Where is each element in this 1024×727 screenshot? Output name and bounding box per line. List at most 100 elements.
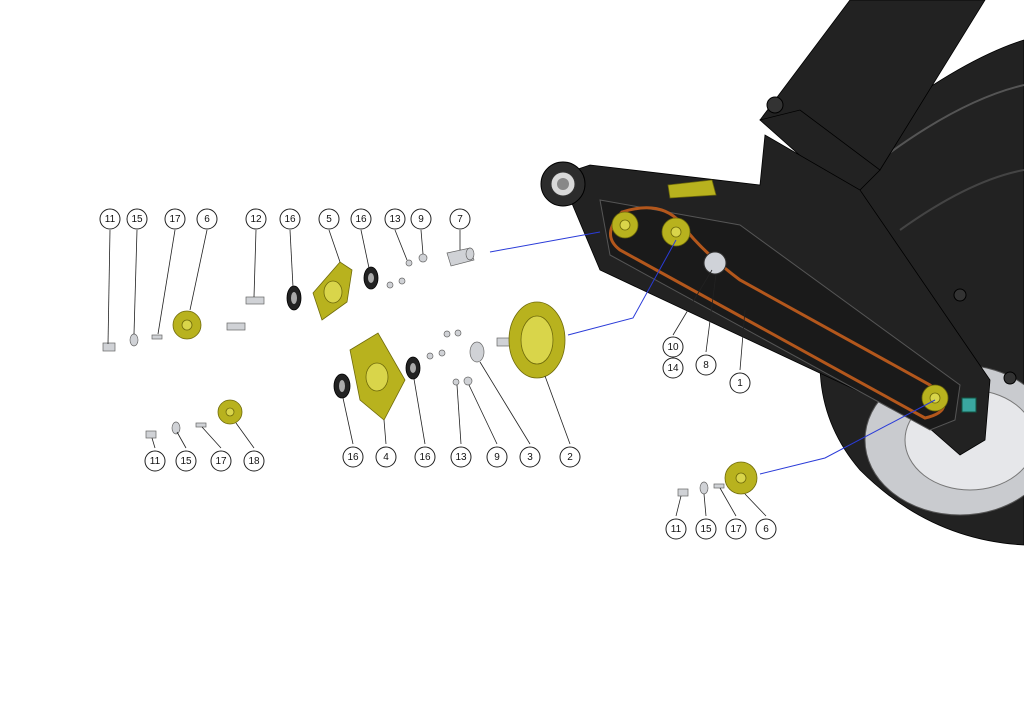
callout-label: 11 — [671, 524, 682, 535]
callout-circle — [449, 208, 471, 230]
callout-6: 6 — [755, 518, 777, 540]
callout-label: 6 — [204, 214, 210, 225]
callout-circle — [350, 208, 372, 230]
callout-label: 14 — [667, 363, 679, 374]
callout-label: 8 — [703, 360, 709, 371]
callout-label: 3 — [527, 452, 533, 463]
callout-circle — [342, 446, 364, 468]
callout-circle — [384, 208, 406, 230]
callout-circle — [375, 446, 397, 468]
callout-circle — [755, 518, 777, 540]
callout-label: 1 — [737, 378, 743, 389]
callout-circle — [164, 208, 186, 230]
callout-circle — [245, 208, 267, 230]
callout-circle — [414, 446, 436, 468]
key-17-c — [713, 483, 725, 489]
callout-label: 17 — [730, 524, 742, 535]
callout-16: 16 — [342, 446, 364, 468]
callout-15: 15 — [695, 518, 717, 540]
key-17-b — [195, 422, 207, 428]
callout-16: 16 — [414, 446, 436, 468]
callout-circle — [519, 446, 541, 468]
callout-7: 7 — [449, 208, 471, 230]
callout-circle — [729, 372, 751, 394]
callout-label: 17 — [169, 214, 181, 225]
callout-1: 1 — [729, 372, 751, 394]
callout-circle — [99, 208, 121, 230]
bolt-11-b — [145, 430, 157, 439]
callout-15: 15 — [175, 450, 197, 472]
callout-label: 16 — [355, 214, 367, 225]
callout-circle — [695, 354, 717, 376]
callout-label: 15 — [131, 214, 143, 225]
callout-17: 17 — [164, 208, 186, 230]
spacer-3 — [469, 341, 485, 363]
callout-18: 18 — [243, 450, 265, 472]
callout-label: 4 — [383, 452, 389, 463]
nut-13-b — [452, 378, 460, 386]
callout-label: 11 — [105, 214, 116, 225]
callout-8: 8 — [695, 354, 717, 376]
callout-label: 9 — [494, 452, 500, 463]
nut-9-a — [418, 253, 428, 263]
callout-label: 18 — [248, 456, 260, 467]
callout-14: 14 — [662, 357, 684, 379]
callout-13: 13 — [384, 208, 406, 230]
nut-13-a — [405, 259, 413, 267]
callout-circle — [126, 208, 148, 230]
callout-15: 15 — [126, 208, 148, 230]
callout-16: 16 — [279, 208, 301, 230]
key-17-a — [151, 334, 163, 340]
callout-label: 15 — [700, 524, 712, 535]
callout-10: 10 — [662, 336, 684, 358]
callout-label: 7 — [457, 214, 463, 225]
callout-17: 17 — [210, 450, 232, 472]
bolt-11-a — [102, 342, 116, 352]
callout-label: 15 — [180, 456, 192, 467]
washer-15-a — [129, 333, 139, 347]
callout-17: 17 — [725, 518, 747, 540]
callout-circle — [662, 357, 684, 379]
callout-label: 9 — [418, 214, 424, 225]
callout-2: 2 — [559, 446, 581, 468]
callout-9: 9 — [410, 208, 432, 230]
callout-6: 6 — [196, 208, 218, 230]
callout-11: 11 — [144, 450, 166, 472]
leader-lines — [107, 229, 936, 517]
callout-circle — [144, 450, 166, 472]
callout-label: 10 — [667, 342, 679, 353]
callout-circle — [662, 336, 684, 358]
callout-11: 11 — [665, 518, 687, 540]
callout-circle — [559, 446, 581, 468]
callout-circle — [210, 450, 232, 472]
callout-circle — [410, 208, 432, 230]
bolt-11-c — [677, 488, 689, 497]
bolt-12-a — [226, 322, 246, 331]
callout-label: 16 — [347, 452, 359, 463]
callout-label: 13 — [455, 452, 467, 463]
bolt-12-b — [245, 296, 265, 305]
callout-4: 4 — [375, 446, 397, 468]
callout-label: 11 — [150, 456, 161, 467]
callout-16: 16 — [350, 208, 372, 230]
washer-15-c — [699, 481, 709, 495]
callout-label: 2 — [567, 452, 573, 463]
callout-label: 16 — [284, 214, 296, 225]
nut-9-b — [463, 376, 473, 386]
callout-label: 13 — [389, 214, 401, 225]
callout-circle — [175, 450, 197, 472]
callout-9: 9 — [486, 446, 508, 468]
callout-circle — [725, 518, 747, 540]
callout-3: 3 — [519, 446, 541, 468]
callout-circle — [318, 208, 340, 230]
callout-11: 11 — [99, 208, 121, 230]
callout-label: 12 — [250, 214, 262, 225]
callout-label: 16 — [419, 452, 431, 463]
callout-circle — [243, 450, 265, 472]
callout-circle — [196, 208, 218, 230]
callout-label: 5 — [326, 214, 332, 225]
callout-circle — [695, 518, 717, 540]
callout-circle — [486, 446, 508, 468]
